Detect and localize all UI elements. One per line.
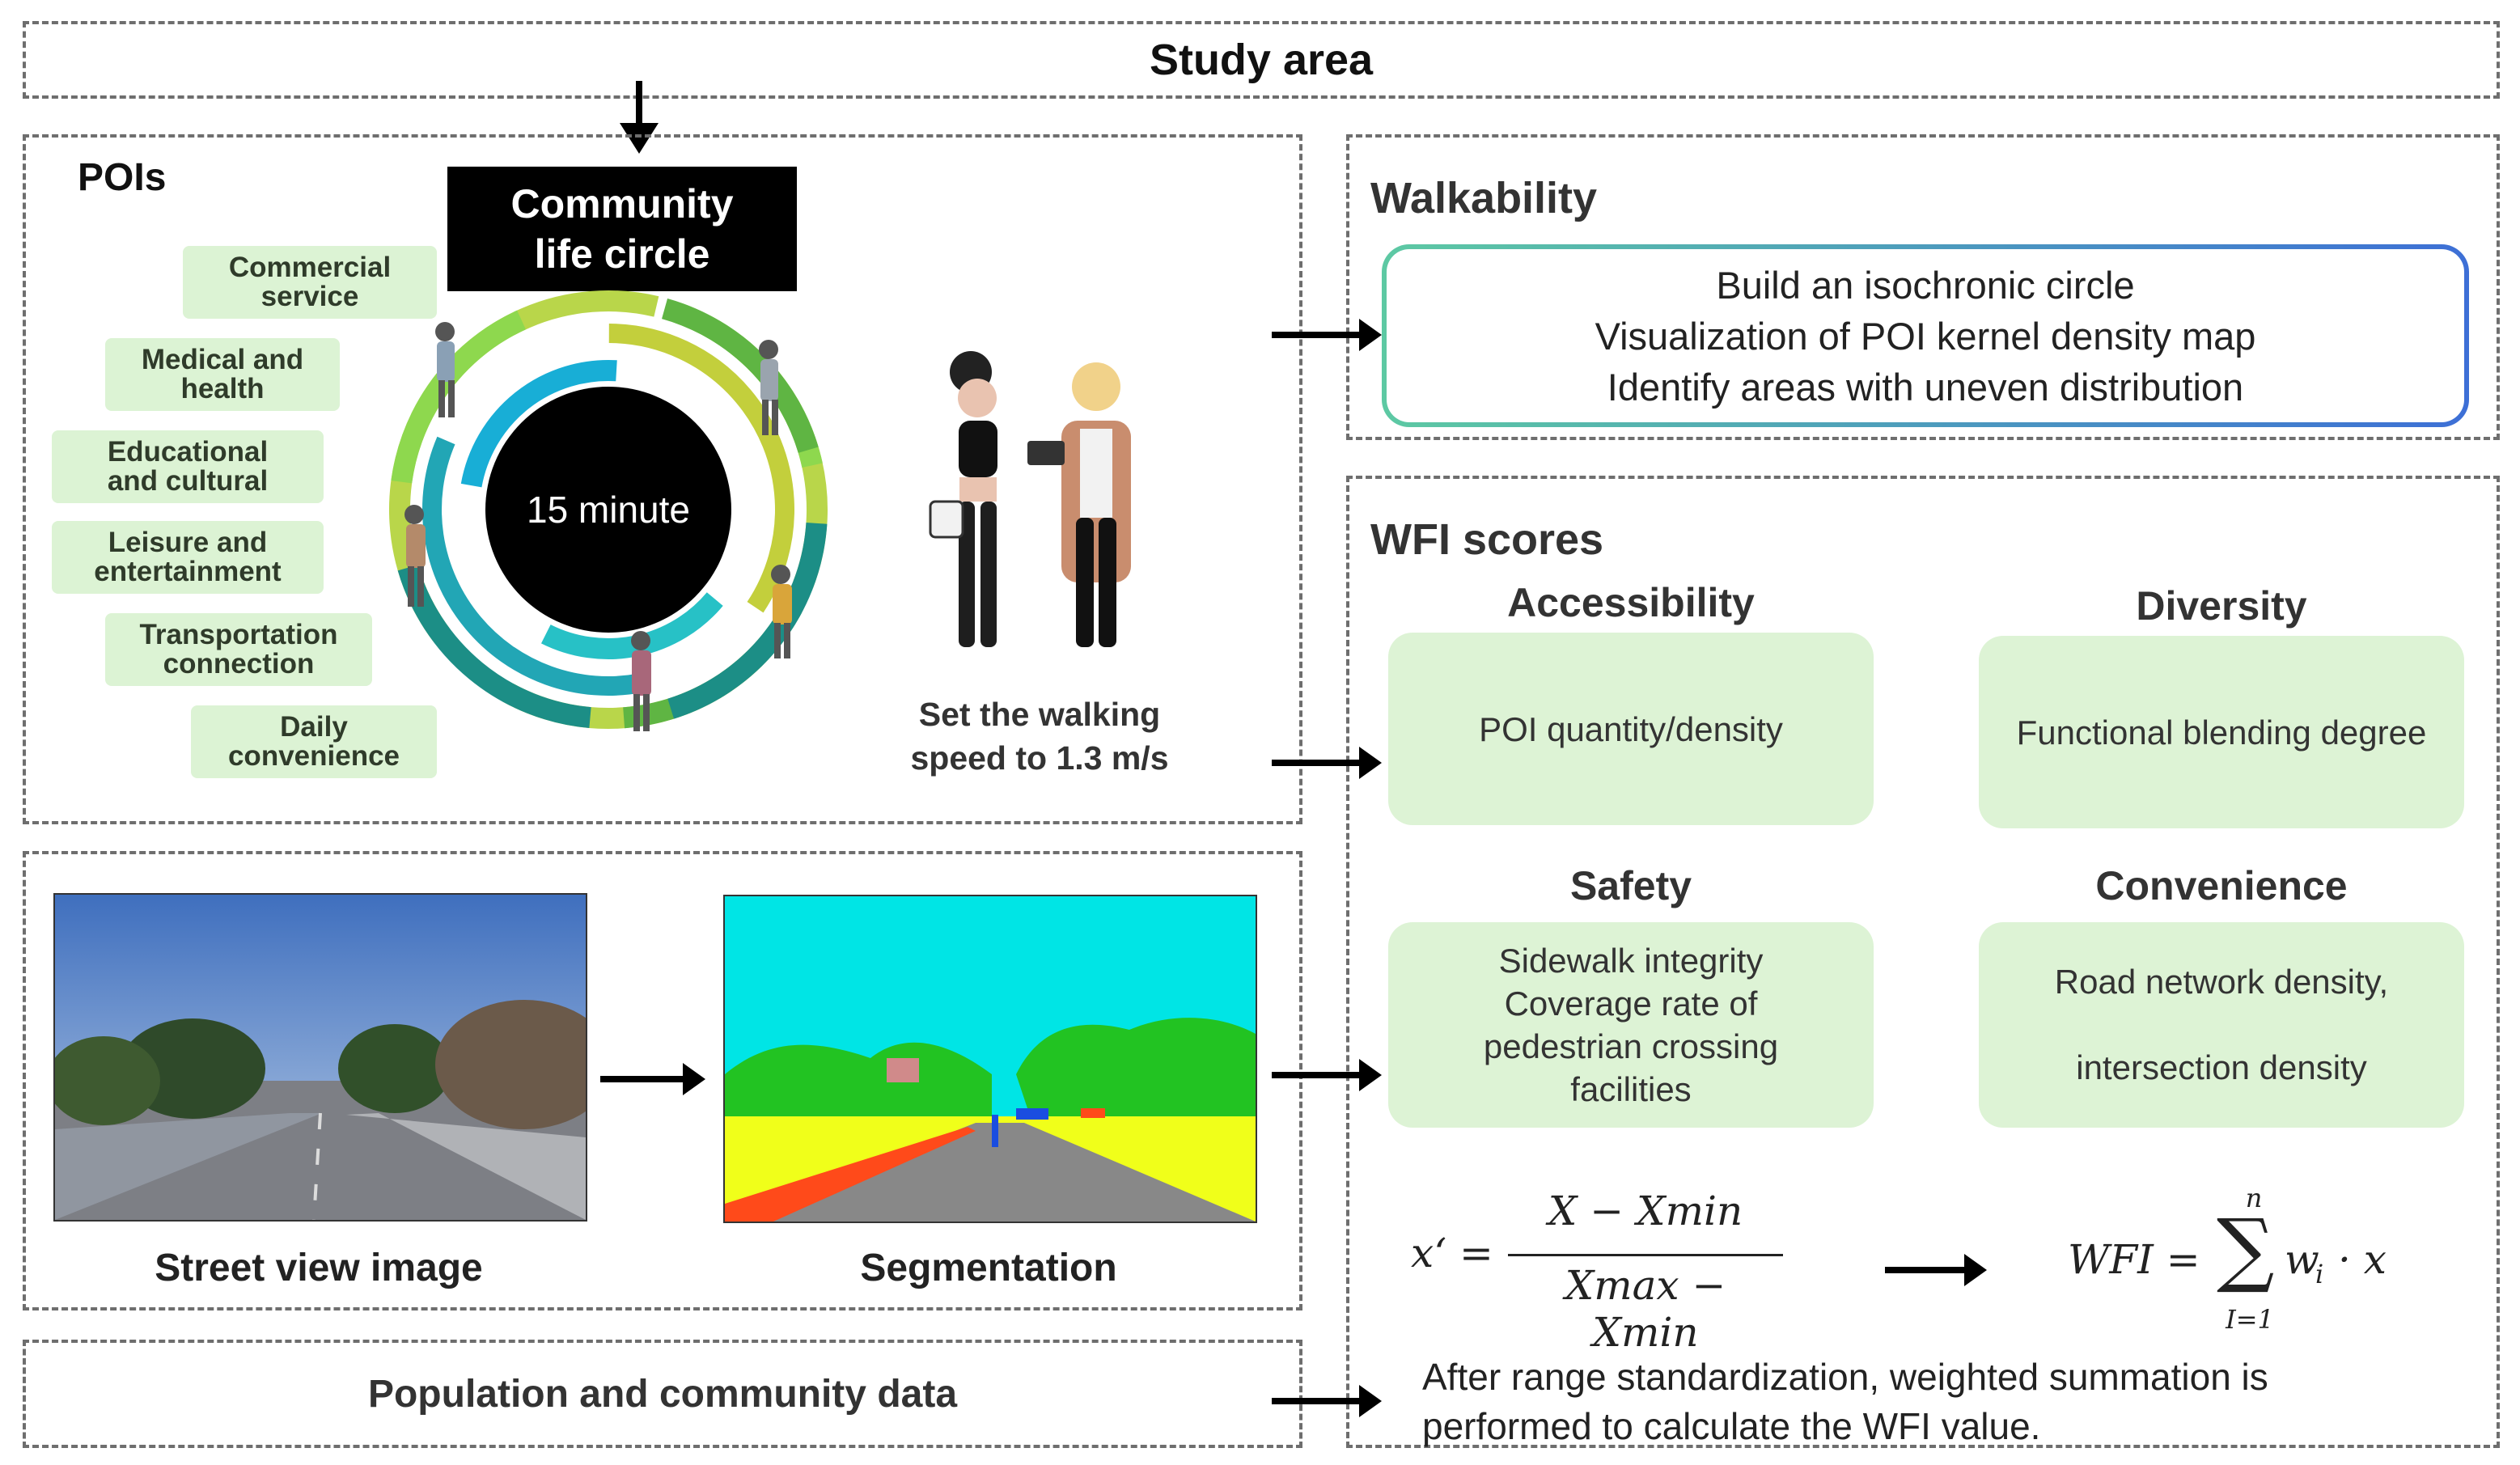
safety-text: facilities [1570, 1070, 1692, 1108]
sum-lower: I=1 [2226, 1304, 2274, 1335]
formula-numerator: X − Xmin [1548, 1188, 1743, 1234]
walkability-line: Build an isochronic circle [1716, 263, 2135, 307]
sigma-icon: ∑ [2217, 1201, 2275, 1296]
wfi-panel [1346, 476, 2500, 1448]
category-daily: Daily convenience [191, 705, 437, 778]
arrow-population-to-wfi [1272, 1385, 1382, 1417]
wfi-conclusion: After range standardization, weighted su… [1422, 1356, 2268, 1447]
formula-standardization: x‘ = X − Xmin Xmax − Xmin [1411, 1188, 1799, 1356]
walking-people-illustration [929, 351, 1131, 647]
category-educational: Educational and cultural [52, 430, 324, 503]
sum-upper: n [2245, 1183, 2263, 1213]
formula-wfi: WFI = n ∑ I=1 w i · x [2068, 1183, 2408, 1341]
walkability-box: Build an isochronic circle Visualization… [1382, 244, 2469, 427]
population-label: Population and community data [367, 1372, 958, 1416]
fraction-bar [1508, 1254, 1783, 1256]
street-view-image [53, 893, 587, 1222]
walkability-line: Visualization of POI kernel density map [1595, 314, 2256, 358]
segmentation-caption: Segmentation [860, 1247, 1117, 1289]
formula-rest: · x [2338, 1236, 2387, 1283]
center-label: 15 minute [527, 489, 690, 531]
safety-text: Coverage rate of [1504, 984, 1758, 1023]
street-view-panel [23, 851, 1302, 1310]
safety-title: Safety [1569, 863, 1692, 908]
population-panel: Population and community data [23, 1340, 1302, 1448]
safety-text: Sidewalk integrity [1498, 942, 1764, 980]
category-leisure: Leisure and entertainment [52, 521, 324, 594]
arrow-street-to-wfi [1272, 1059, 1382, 1091]
formula-denominator: Xmax − Xmin [1565, 1262, 1726, 1356]
weight-term: w [2285, 1236, 2319, 1283]
diversity-title: Diversity [2136, 583, 2307, 629]
walkability-panel [1346, 134, 2500, 440]
diversity-box: Functional blending degree [1979, 636, 2464, 828]
walkability-title: Walkability [1370, 174, 1598, 222]
accessibility-title: Accessibility [1507, 580, 1755, 625]
category-medical: Medical and health [105, 338, 340, 411]
study-area-box: Study area [23, 21, 2500, 99]
convenience-text: intersection density [2076, 1048, 2367, 1086]
safety-text: pedestrian crossing [1483, 1027, 1779, 1065]
formula-wfi-lhs: WFI = [2068, 1236, 2200, 1283]
community-life-circle-title: Community life circle [447, 167, 797, 291]
formula-lhs: x‘ = [1411, 1230, 1493, 1277]
convenience-box: Road network density, intersection densi… [1979, 922, 2464, 1128]
arrow-formula [1885, 1254, 1987, 1286]
category-transportation: Transportation connection [105, 613, 372, 686]
street-view-caption: Street view image [155, 1247, 483, 1289]
safety-box: Sidewalk integrity Coverage rate of pede… [1388, 922, 1874, 1128]
segmentation-image [723, 895, 1257, 1223]
walkability-line: Identify areas with uneven distribution [1607, 365, 2244, 409]
accessibility-box: POI quantity/density [1388, 633, 1874, 825]
arrow-street-to-segmentation [600, 1063, 705, 1095]
pois-label: POIs [78, 156, 167, 199]
arrow-pois-to-wfi [1272, 747, 1382, 779]
convenience-title: Convenience [2095, 863, 2348, 908]
walk-caption: Set the walking speed to 1.3 m/s [910, 696, 1169, 777]
wfi-title: WFI scores [1370, 515, 1604, 564]
diversity-text: Functional blending degree [2016, 713, 2427, 752]
down-arrow-icon [620, 81, 659, 154]
pois-panel [23, 134, 1302, 824]
arrow-to-walkability [1272, 319, 1382, 351]
life-circle-diagram: 15 minute [388, 290, 828, 731]
accessibility-text: POI quantity/density [1479, 709, 1783, 748]
convenience-text: Road network density, [2054, 963, 2389, 1001]
weight-subscript: i [2315, 1259, 2324, 1289]
category-commercial: Commercial service [183, 246, 437, 319]
study-area-title: Study area [1149, 36, 1374, 84]
